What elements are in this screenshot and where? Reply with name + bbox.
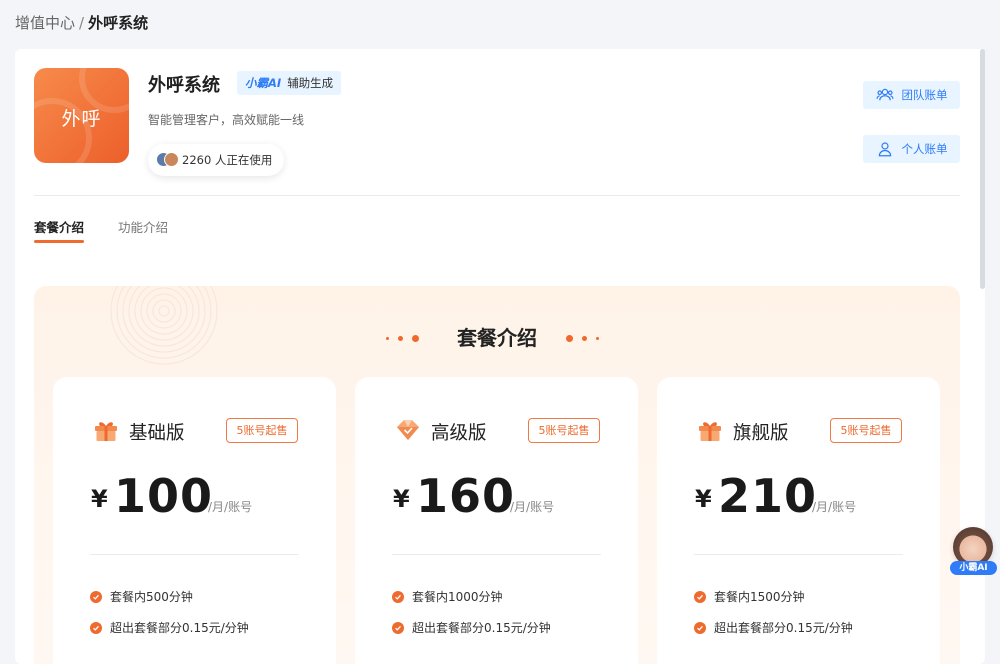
- plan-min-accounts-tag: 5账号起售: [528, 418, 600, 443]
- plan-card-basic[interactable]: 基础版 5账号起售 ¥ 100 /月/账号 套餐内500分钟 超出套餐部分0.1…: [53, 377, 336, 664]
- ai-badge-name: 小霸AI: [245, 76, 282, 90]
- gift-icon: [699, 422, 721, 441]
- check-icon: [90, 590, 102, 603]
- active-tab-indicator: [34, 240, 84, 243]
- user-avatars: [156, 152, 179, 168]
- team-bill-button[interactable]: 团队账单: [863, 81, 960, 109]
- price-unit: /月/账号: [812, 500, 857, 514]
- plan-feature: 套餐内500分钟: [90, 588, 193, 605]
- plan-feature-text: 超出套餐部分0.15元/分钟: [412, 621, 551, 635]
- users-count-pill: 2260 人正在使用: [148, 144, 285, 176]
- ai-badge-label: 辅助生成: [287, 76, 334, 90]
- title-dots-left: [386, 335, 419, 342]
- users-count-text: 2260 人正在使用: [182, 153, 273, 167]
- gift-icon: [95, 422, 117, 441]
- breadcrumb-current: 外呼系统: [88, 14, 149, 32]
- check-icon: [392, 621, 404, 634]
- section-title: 套餐介绍: [457, 326, 537, 350]
- price-currency: ¥: [393, 485, 410, 513]
- plan-feature-text: 套餐内1000分钟: [412, 590, 503, 604]
- price-unit: /月/账号: [208, 500, 253, 514]
- plan-feature: 超出套餐部分0.15元/分钟: [392, 619, 551, 636]
- plan-min-accounts-tag: 5账号起售: [830, 418, 902, 443]
- price-currency: ¥: [91, 485, 108, 513]
- breadcrumb-parent[interactable]: 增值中心: [15, 14, 76, 32]
- logo-decoration: [34, 98, 92, 163]
- personal-bill-label: 个人账单: [901, 142, 948, 156]
- scrollbar[interactable]: [980, 49, 1000, 664]
- team-bill-label: 团队账单: [901, 88, 948, 102]
- plan-feature-text: 套餐内500分钟: [110, 590, 193, 604]
- assistant-label: 小霸AI: [950, 561, 997, 575]
- user-icon: [878, 142, 891, 157]
- plan-feature: 超出套餐部分0.15元/分钟: [694, 619, 853, 636]
- tab-packages[interactable]: 套餐介绍: [34, 220, 85, 235]
- plan-feature: 套餐内1000分钟: [392, 588, 503, 605]
- ai-badge[interactable]: 小霸AI 辅助生成: [237, 71, 342, 95]
- plan-feature-text: 超出套餐部分0.15元/分钟: [714, 621, 853, 635]
- app-logo: 外呼: [34, 68, 129, 163]
- plan-divider: [694, 554, 903, 555]
- logo-decoration: [79, 68, 129, 113]
- price-amount: 100: [114, 469, 214, 523]
- logo-text: 外呼: [61, 108, 102, 130]
- avatar: [164, 152, 179, 167]
- assistant-avatar: [953, 527, 993, 567]
- breadcrumb: 增值中心/外呼系统: [15, 12, 148, 34]
- header-divider: [34, 195, 960, 196]
- plan-feature-text: 超出套餐部分0.15元/分钟: [110, 621, 249, 635]
- price-unit: /月/账号: [510, 500, 555, 514]
- breadcrumb-separator: /: [79, 14, 85, 32]
- packages-section: 套餐介绍 基础版 5账号起售 ¥ 100 /月/账号 套餐内500分钟: [34, 286, 960, 664]
- plan-divider: [392, 554, 601, 555]
- price-amount: 210: [718, 469, 818, 523]
- plan-divider: [90, 554, 299, 555]
- plan-card-advanced[interactable]: 高级版 5账号起售 ¥ 160 /月/账号 套餐内1000分钟 超出套餐部分0.…: [355, 377, 638, 664]
- price-currency: ¥: [695, 485, 712, 513]
- main-card: 外呼 外呼系统 小霸AI 辅助生成 智能管理客户，高效赋能一线 2260 人正在…: [15, 49, 985, 664]
- personal-bill-button[interactable]: 个人账单: [863, 135, 960, 163]
- app-title: 外呼系统: [148, 75, 220, 96]
- check-icon: [694, 621, 706, 634]
- tab-features[interactable]: 功能介绍: [118, 220, 169, 235]
- check-icon: [90, 621, 102, 634]
- plan-min-accounts-tag: 5账号起售: [226, 418, 298, 443]
- plan-feature-text: 套餐内1500分钟: [714, 590, 805, 604]
- title-dots-right: [566, 335, 599, 342]
- plan-name: 高级版: [431, 423, 487, 444]
- check-icon: [694, 590, 706, 603]
- plan-name: 基础版: [129, 423, 185, 444]
- check-icon: [392, 590, 404, 603]
- app-description: 智能管理客户，高效赋能一线: [148, 113, 305, 127]
- team-icon: [876, 88, 893, 101]
- plan-feature: 超出套餐部分0.15元/分钟: [90, 619, 249, 636]
- scrollbar-thumb[interactable]: [980, 49, 985, 289]
- plan-feature: 套餐内1500分钟: [694, 588, 805, 605]
- plan-name: 旗舰版: [733, 423, 789, 444]
- plan-card-flagship[interactable]: 旗舰版 5账号起售 ¥ 210 /月/账号 套餐内1500分钟 超出套餐部分0.…: [657, 377, 940, 664]
- diamond-icon: [397, 420, 419, 440]
- ai-assistant-button[interactable]: 小霸AI: [948, 527, 998, 577]
- price-amount: 160: [416, 469, 516, 523]
